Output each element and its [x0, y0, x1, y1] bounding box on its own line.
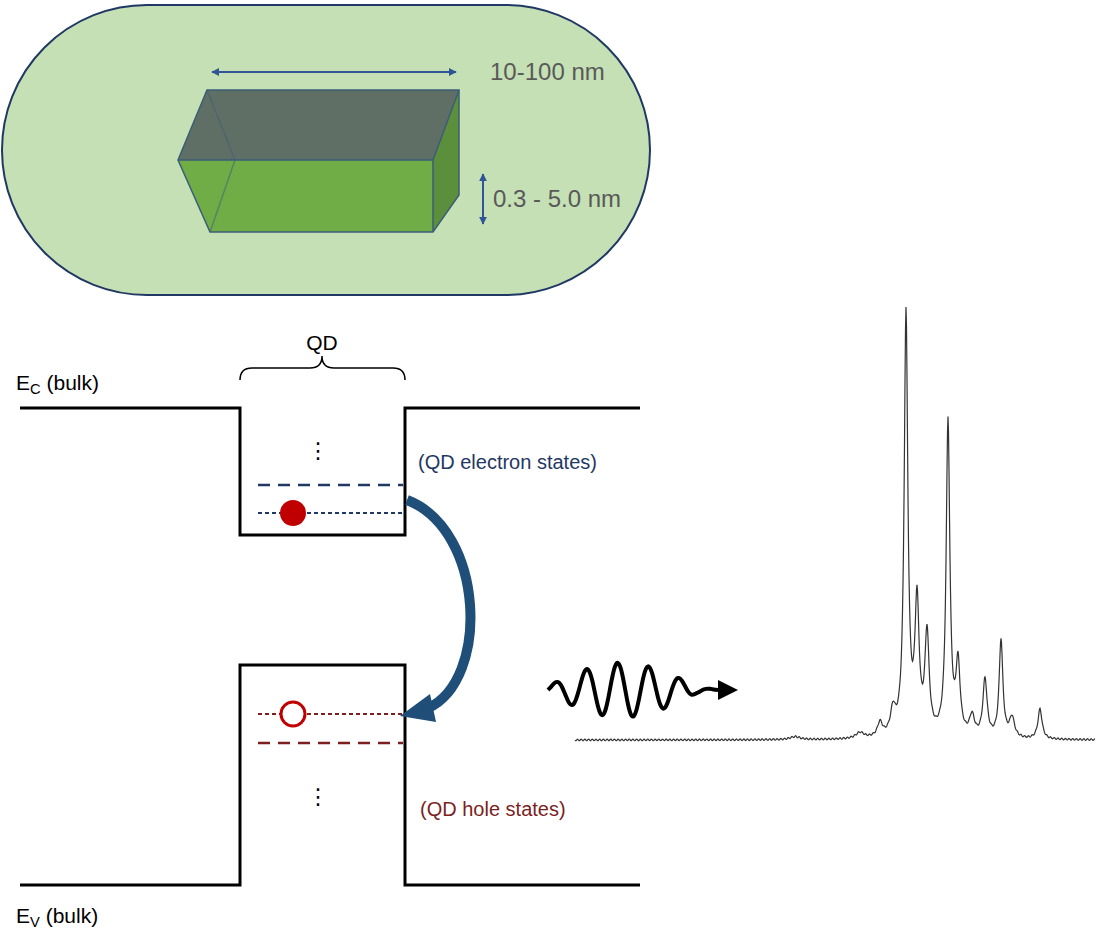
dimension-label: 10-100 nm — [490, 60, 605, 84]
height-dimension — [482, 174, 484, 224]
dot-top-face — [178, 90, 459, 160]
electron-ground-level — [258, 512, 403, 514]
qd-brace — [240, 356, 405, 380]
states-label: (QD electron states) — [418, 452, 597, 472]
electron-level — [258, 484, 403, 487]
recombination-arrow — [407, 500, 470, 708]
dot-side-face — [433, 90, 459, 232]
matrix-capsule — [2, 5, 650, 295]
width-dimension — [212, 71, 456, 73]
hole — [281, 702, 305, 726]
ellipsis-mark: ⋮ — [307, 440, 329, 462]
ellipsis-mark: ⋮ — [307, 786, 329, 808]
recombination-arrowhead — [400, 694, 436, 722]
band-edge-label: EV (bulk) — [16, 905, 98, 926]
dimension-label: 0.3 - 5.0 nm — [493, 187, 621, 211]
dot-edges — [178, 90, 459, 232]
band-edge-label: EC (bulk) — [16, 372, 99, 393]
emission-spectrum — [575, 307, 1095, 741]
hole-level — [258, 742, 403, 745]
conduction-band — [20, 408, 640, 535]
dot-body — [178, 90, 459, 232]
photon-wave — [548, 663, 718, 717]
electron — [280, 500, 306, 526]
states-label: (QD hole states) — [420, 799, 566, 819]
valence-band — [20, 665, 640, 885]
region-label: QD — [306, 332, 338, 353]
photon-arrowhead — [718, 680, 738, 700]
